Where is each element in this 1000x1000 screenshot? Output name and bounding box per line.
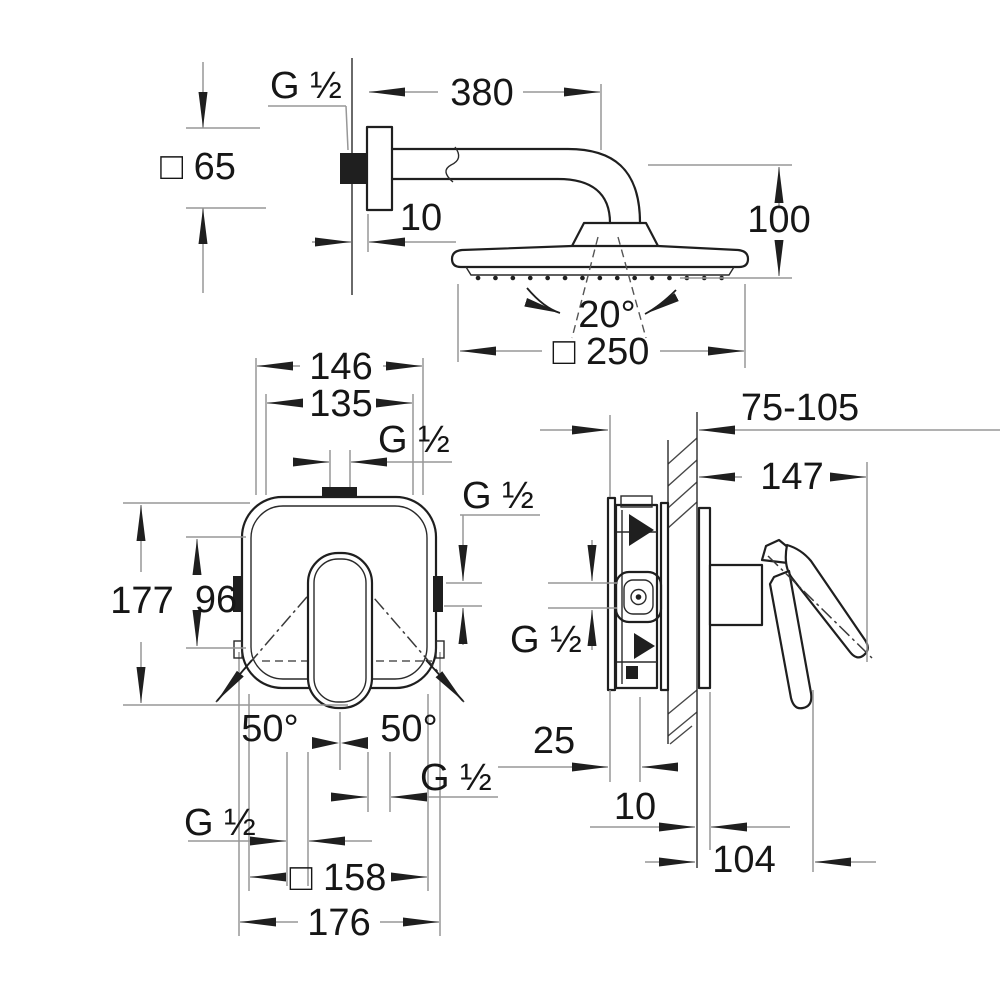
dim-thread-bottom-left: G ½ (184, 802, 372, 846)
concealed-valve-body (606, 495, 670, 692)
dim-plate-size-158: □ 158 (250, 857, 427, 899)
dim-height-177: 177 (110, 502, 348, 706)
dim-thread-bottom-right: G ½ (331, 757, 498, 802)
shower-head (450, 244, 750, 269)
arm-length-label: 380 (450, 72, 513, 114)
side-port-right (433, 576, 443, 612)
top-thread-port (322, 487, 357, 497)
cartridge-ring (630, 588, 647, 606)
thread-side-label: G ½ (462, 475, 534, 517)
swivel-left-label: 50° (241, 708, 298, 750)
side-port-left (233, 576, 243, 612)
dim-port-height-96: 96 (186, 536, 246, 649)
spray-face-lip (465, 266, 735, 276)
plaster-shield (659, 501, 670, 692)
dim-thread-top-port: G ½ (293, 419, 452, 487)
height-177-label: 177 (110, 580, 173, 622)
head-height-label: 100 (747, 199, 810, 241)
lower-tab-left (233, 640, 243, 659)
width-146-label: 146 (309, 346, 372, 388)
box-offset-label: 25 (533, 720, 575, 762)
thread-label: G ½ (270, 65, 342, 107)
cartridge-mid (623, 579, 654, 615)
dim-install-depth: 75-105 (540, 387, 1000, 497)
dim-handle-depth-104: 104 (645, 690, 876, 881)
thread-top-label: G ½ (378, 419, 450, 461)
width-135-label: 135 (309, 383, 372, 425)
handle-centre-mark (312, 737, 368, 749)
width-176-label: 176 (307, 902, 370, 944)
lever-handle-inner (313, 558, 367, 703)
arm-wall-flange (365, 125, 394, 212)
lever-handle (306, 551, 374, 710)
pipe-break-mark (445, 146, 460, 183)
thread-bottom-right-label: G ½ (420, 757, 492, 799)
dim-width-135: 135 (265, 383, 414, 495)
head-connector-cap (570, 221, 660, 248)
dim-spray-angle-20: 20° (524, 236, 679, 339)
dim-thread-inlet: G ½ (510, 540, 618, 661)
swivel-right-label: 50° (380, 708, 437, 750)
handle-depth-label: 104 (712, 839, 775, 881)
install-depth-label: 75-105 (741, 387, 859, 429)
side-view-wall-section: 75-105 147 G ½ 25 (498, 387, 1000, 881)
port-height-96-label: 96 (195, 579, 237, 621)
trim-sleeve (708, 563, 764, 627)
dim-wall-gap-10: 10 (590, 692, 790, 850)
swivel-arrow-left (216, 659, 253, 702)
dim-width-146: 146 (255, 346, 424, 495)
dim-thread-top-view: G ½ (268, 65, 349, 151)
plate-size-label: □ 158 (290, 857, 387, 899)
dim-head-size-250: □ 250 (457, 284, 746, 373)
dim-flange-gap-10: 10 (312, 197, 456, 252)
dim-thread-side-port: G ½ (444, 475, 540, 645)
swivel-arrow-right (425, 659, 464, 702)
thread-bottom-left-label: G ½ (184, 802, 256, 844)
wall-gap-label: 10 (614, 786, 656, 828)
dim-head-height-100: 100 (648, 164, 811, 279)
front-view-mixer: 146 135 G ½ 177 (110, 346, 540, 944)
concealed-thread-fitting (340, 153, 367, 184)
head-size-label: □ 250 (553, 331, 650, 373)
dim-arm-length-380: 380 (369, 72, 602, 150)
dim-width-176: 176 (240, 902, 439, 944)
projection-label: 147 (760, 456, 823, 498)
lever-grip-side (768, 569, 813, 710)
thread-inlet-label: G ½ (510, 619, 582, 661)
dim-box-offset-25: 25 (498, 690, 678, 782)
flange-gap-label: 10 (400, 197, 442, 239)
wall-hatch (667, 437, 698, 745)
dim-flange-65: □ 65 (160, 62, 266, 293)
cartridge-centre (635, 594, 642, 600)
flange-size-label: □ 65 (160, 146, 236, 188)
dim-projection-147: 147 (699, 456, 868, 662)
top-view-shower-arm-and-head: G ½ □ 65 380 10 (160, 58, 811, 373)
spray-angle-label: 20° (578, 294, 635, 336)
side-escutcheon (697, 506, 712, 690)
shower-arm (390, 146, 642, 225)
lower-tab-right (435, 640, 445, 659)
